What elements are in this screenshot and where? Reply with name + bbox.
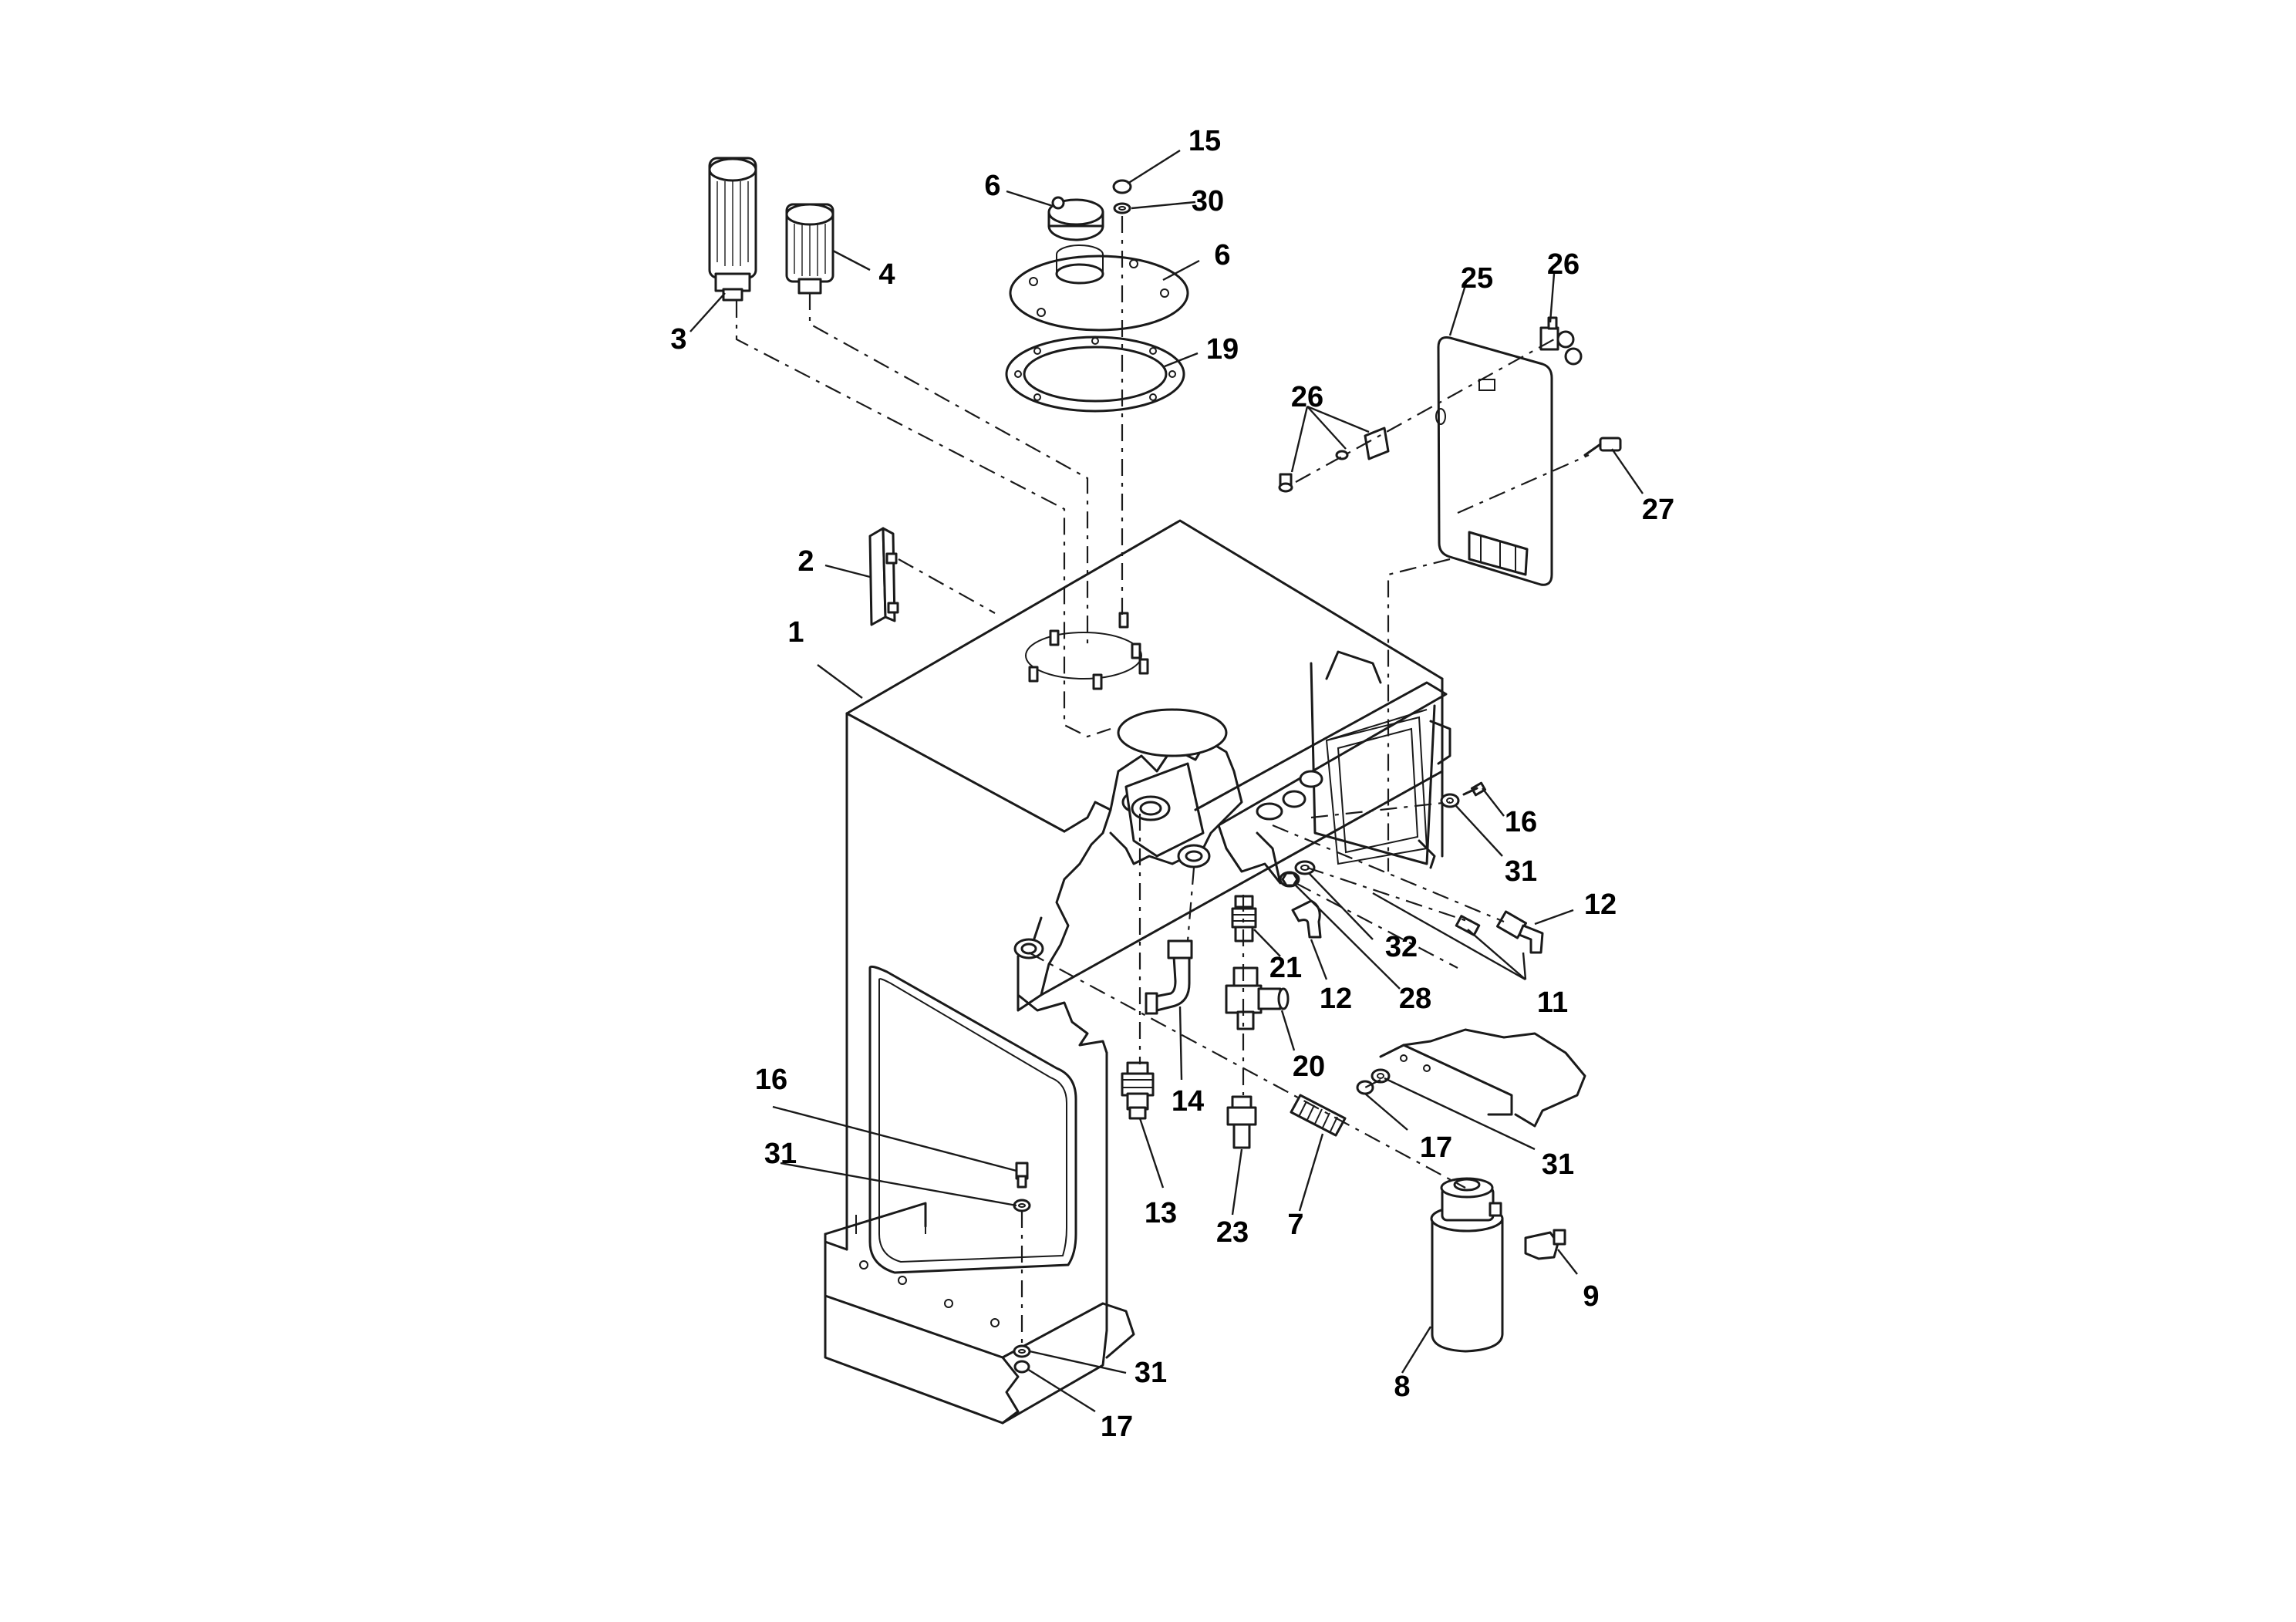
leader-lines: [689, 149, 1644, 1413]
callout-7: 7: [1287, 1209, 1303, 1241]
access-cover: [1435, 336, 1553, 586]
elbow-14: [1145, 939, 1193, 1015]
bolt-16-right: [1462, 781, 1487, 797]
callout-4: 4: [878, 258, 895, 291]
tank-body: [824, 519, 1451, 1425]
callout-12-right: 12: [1584, 889, 1617, 921]
latch-26-left: [1278, 427, 1390, 493]
callout-19: 19: [1206, 333, 1239, 366]
callout-27: 27: [1642, 494, 1674, 526]
bolt-17-right: [1356, 1080, 1374, 1095]
washer-31-right-upper: [1440, 793, 1460, 808]
filler-cap: [1047, 196, 1104, 241]
callout-3: 3: [670, 323, 686, 356]
filter-element-4: [785, 203, 834, 295]
filter-housing: [1430, 1177, 1504, 1353]
callout-1: 1: [787, 616, 804, 649]
washer-31-bottom: [1013, 1344, 1031, 1358]
callout-31-left: 31: [764, 1138, 797, 1170]
callout-16-left: 16: [755, 1064, 787, 1096]
callout-8: 8: [1394, 1371, 1410, 1403]
bolt-17-bottom: [1013, 1360, 1030, 1374]
callout-labels: 1 2 3 4 6 6 7 8 9 11 12 12 13 14 15 16 1…: [670, 125, 1674, 1443]
filter-bracket: [1379, 1028, 1586, 1128]
callout-6-cover: 6: [1214, 239, 1230, 271]
plug-28: [1279, 871, 1300, 888]
filter-element-3: [708, 157, 757, 302]
callout-30: 30: [1192, 185, 1224, 218]
nut-15: [1112, 179, 1132, 194]
bolt-27: [1583, 437, 1622, 457]
callout-17-right: 17: [1420, 1131, 1452, 1164]
fitting-9: [1524, 1229, 1566, 1260]
callout-20: 20: [1293, 1050, 1325, 1083]
callout-26-left: 26: [1291, 381, 1323, 413]
bolt-16-left: [1015, 1162, 1029, 1189]
callout-16-right: 16: [1505, 806, 1537, 838]
callout-31-right-upper: 31: [1505, 855, 1537, 888]
plug-11: [1455, 915, 1481, 936]
fitting-13: [1121, 1061, 1155, 1120]
callout-31-right-lower: 31: [1542, 1148, 1574, 1181]
gasket: [1005, 336, 1185, 413]
callout-2: 2: [797, 545, 814, 578]
callout-31-bottom: 31: [1135, 1357, 1167, 1389]
callout-26-top: 26: [1547, 248, 1580, 281]
latch-26-top: [1539, 316, 1583, 366]
callout-13: 13: [1145, 1197, 1177, 1229]
tank-top-ring: [1025, 612, 1149, 690]
callout-28: 28: [1399, 983, 1431, 1015]
hose-7: [1290, 1094, 1347, 1137]
callout-21: 21: [1269, 952, 1302, 984]
callout-32: 32: [1385, 931, 1418, 963]
callout-12-center: 12: [1320, 983, 1352, 1015]
cover-plate: [1009, 244, 1189, 332]
callout-11: 11: [1537, 986, 1568, 1019]
callout-15: 15: [1188, 125, 1221, 157]
callout-9: 9: [1583, 1280, 1599, 1313]
callout-6-cap: 6: [984, 170, 1000, 202]
assembly-lines: [735, 216, 1590, 1346]
level-gauge: [868, 527, 899, 626]
elbow-12-right: [1496, 910, 1544, 954]
fitting-23: [1226, 1095, 1257, 1149]
callout-17-bottom: 17: [1101, 1411, 1133, 1443]
washer-30: [1113, 202, 1131, 214]
callout-14: 14: [1172, 1085, 1204, 1118]
callout-23: 23: [1216, 1216, 1249, 1249]
washer-32: [1294, 860, 1316, 875]
callout-25: 25: [1461, 262, 1493, 295]
